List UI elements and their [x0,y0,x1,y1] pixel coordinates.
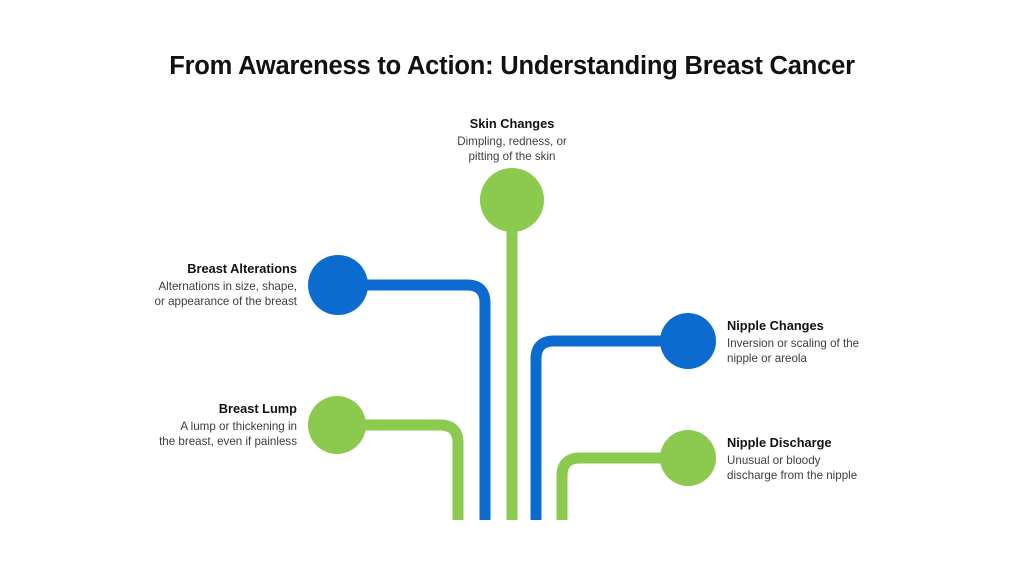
callout-title-skin-changes: Skin Changes [469,116,555,131]
callout-desc-line: the breast, even if painless [159,435,297,449]
node-circle-nipple-changes[interactable] [660,313,716,369]
callout-desc-line: Dimpling, redness, or [457,134,567,148]
page-title: From Awareness to Action: Understanding … [169,52,855,80]
connector-breast-lump [360,419,464,520]
callout-desc-line: or appearance of the breast [154,295,297,309]
callout-desc-line: discharge from the nipple [727,469,858,483]
callout-desc-line: A lump or thickening in [180,419,297,433]
callout-desc-nipple-changes: Inversion or scaling of the nipple or ar… [727,336,937,367]
node-circle-breast-alterations[interactable] [308,255,368,315]
connector-nipple-discharge [556,452,664,520]
callout-skin-changes: Skin Changes Dimpling, redness, or pitti… [412,116,612,164]
callout-nipple-changes: Nipple Changes Inversion or scaling of t… [727,318,937,366]
node-circle-breast-lump[interactable] [308,396,366,454]
connector-breast-alterations [362,279,491,520]
callout-breast-alterations: Breast Alterations Alternations in size,… [97,261,297,309]
callout-desc-line: Alternations in size, shape, [158,279,297,293]
callout-desc-breast-lump: A lump or thickening in the breast, even… [117,419,297,450]
callout-desc-line: nipple or areola [727,352,807,366]
callout-breast-lump: Breast Lump A lump or thickening in the … [117,401,297,449]
callout-desc-line: Inversion or scaling of the [727,336,860,350]
callout-title-breast-lump: Breast Lump [218,401,297,416]
node-circle-nipple-discharge[interactable] [660,430,716,486]
callout-desc-skin-changes: Dimpling, redness, or pitting of the ski… [412,134,612,165]
callout-title-nipple-discharge: Nipple Discharge [727,435,832,450]
callout-title-nipple-changes: Nipple Changes [727,318,824,333]
node-circle-skin-changes[interactable] [480,168,544,232]
callout-desc-nipple-discharge: Unusual or bloody discharge from the nip… [727,453,937,484]
callout-desc-line: pitting of the skin [468,150,556,164]
callout-desc-line: Unusual or bloody [727,453,821,467]
connector-nipple-changes [530,335,664,520]
callout-desc-breast-alterations: Alternations in size, shape, or appearan… [97,279,297,310]
callout-title-breast-alterations: Breast Alterations [187,261,297,276]
callout-nipple-discharge: Nipple Discharge Unusual or bloody disch… [727,435,937,483]
